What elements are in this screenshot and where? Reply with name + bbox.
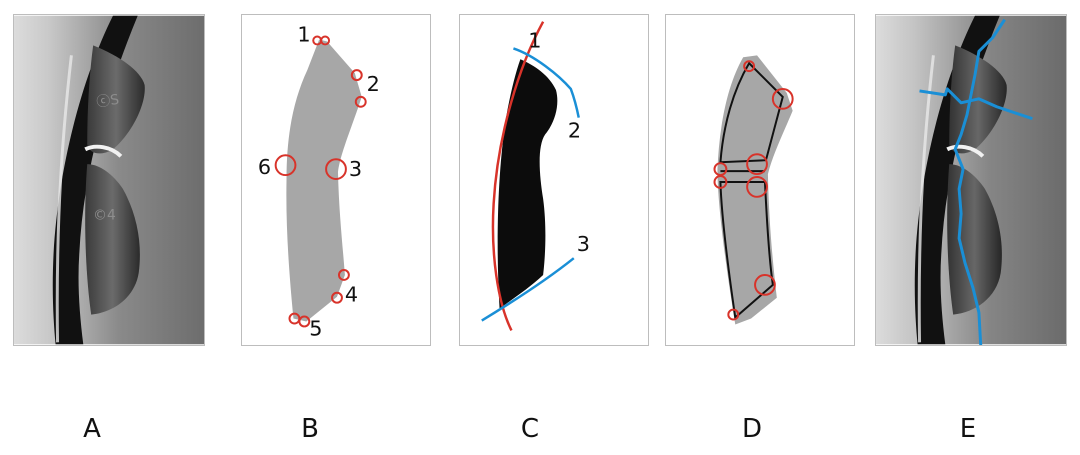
panel-b-marker-diagram: 1 2 3 4 5 6 [241, 14, 431, 346]
svg-text:©4: ©4 [93, 208, 116, 224]
curve-label-3: 3 [577, 232, 590, 256]
panel-c-curve-fit: 1 2 3 [459, 14, 649, 346]
marker-label-2: 2 [367, 72, 380, 96]
marker-label-4: 4 [345, 283, 358, 307]
marker-label-3: 3 [349, 157, 362, 181]
curve-fit-diagram: 1 2 3 [460, 15, 648, 345]
panel-e-traced-photo [875, 14, 1067, 346]
marker-label-5: 5 [309, 316, 322, 340]
panel-label-b: B [290, 414, 330, 444]
panel-label-a: A [72, 414, 112, 444]
panel-label-c: C [510, 414, 550, 444]
region-outline-diagram: 1 2 3 4 5 6 [242, 15, 430, 345]
marker-label-1: 1 [297, 22, 310, 46]
svg-text:ⓒS: ⓒS [95, 92, 120, 111]
traced-photo-image [876, 15, 1066, 345]
marker-label-6: 6 [258, 155, 271, 179]
panel-a-photo: ⓒS ©4 [13, 14, 205, 346]
curve-label-1: 1 [528, 28, 541, 52]
segmentation-diagram [666, 15, 854, 345]
curve-label-2: 2 [568, 118, 581, 142]
panel-d-segmentation [665, 14, 855, 346]
panel-label-e: E [948, 414, 988, 444]
panel-label-d: D [732, 414, 772, 444]
button-photo-image: ⓒS ©4 [14, 15, 204, 345]
